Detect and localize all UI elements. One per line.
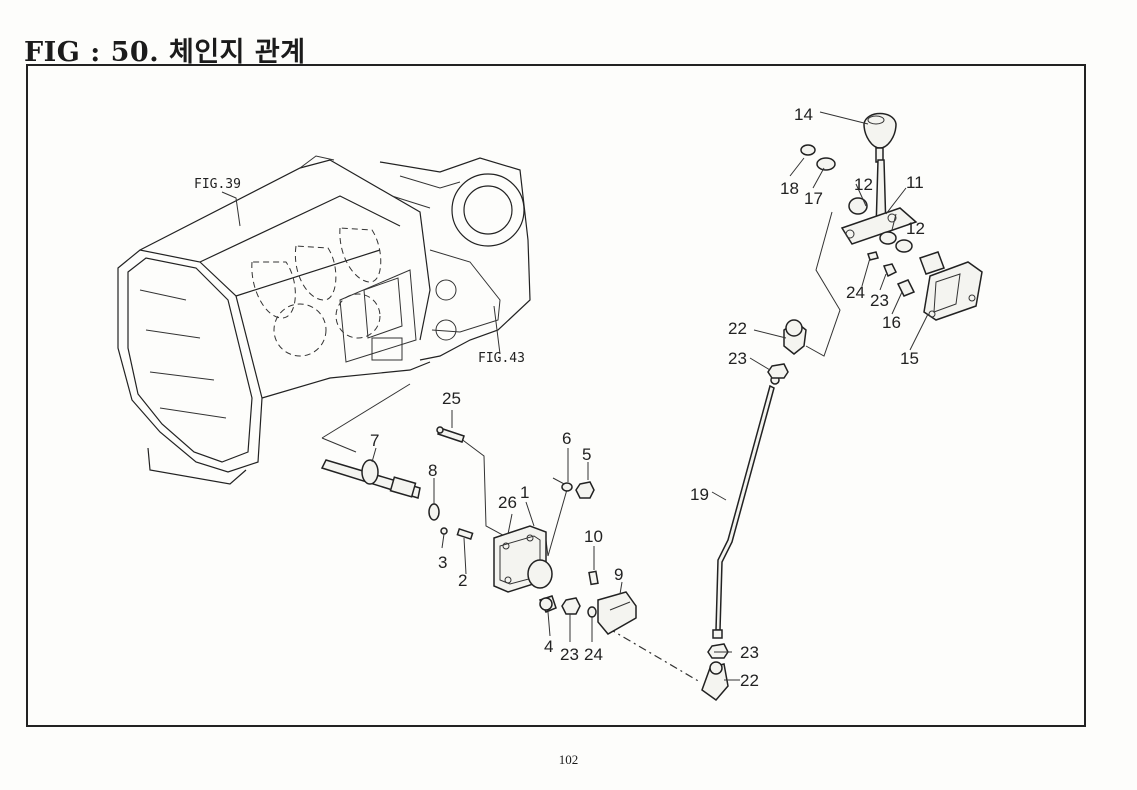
lower-dash-line [607, 627, 701, 683]
lever-bracket-plate [840, 207, 918, 245]
callout-15: 15 [900, 349, 919, 368]
callout-1: 1 [520, 483, 529, 502]
callout-4: 4 [544, 637, 553, 656]
pin [436, 426, 465, 443]
fig39-reference: FIG.39 [194, 177, 241, 192]
callout-5: 5 [582, 445, 591, 464]
shaft-leader-line [321, 383, 411, 439]
oil-seal [428, 503, 440, 521]
change-shaft [320, 459, 421, 499]
fig43-leader [493, 305, 501, 355]
page-number: 102 [558, 752, 579, 767]
bolt [538, 595, 557, 613]
callout-16: 16 [882, 313, 901, 332]
callout-22: 22 [728, 319, 747, 338]
callout-7: 7 [370, 431, 379, 450]
callout-23: 23 [740, 643, 759, 662]
bushing [895, 239, 913, 253]
callout-11: 11 [906, 173, 924, 192]
callout-22: 22 [740, 671, 759, 690]
mounting-bracket [919, 251, 983, 321]
callout-12: 12 [854, 175, 873, 194]
change-rod [712, 375, 780, 639]
figure-title: FIG : 50. 체인지 관계 [24, 37, 306, 68]
bushing [816, 157, 836, 171]
nut [707, 643, 729, 659]
washer [867, 251, 879, 261]
bolt [896, 279, 916, 297]
callout-23: 23 [870, 291, 889, 310]
washer [800, 144, 816, 156]
callout-26: 26 [498, 493, 517, 512]
fig43-reference: FIG.43 [478, 351, 525, 366]
callout-6: 6 [562, 429, 571, 448]
callout-9: 9 [614, 565, 623, 584]
nut [561, 597, 581, 615]
washer [587, 606, 597, 618]
ball-joint [701, 661, 729, 702]
engine-block [379, 157, 531, 361]
pin-leader-line [451, 431, 513, 541]
callout-10: 10 [584, 527, 603, 546]
diagram-frame [26, 64, 1086, 727]
callout-23: 23 [728, 349, 747, 368]
callout-8: 8 [428, 461, 437, 480]
nut [882, 263, 898, 278]
shift-lever [597, 591, 637, 635]
shift-knob [863, 112, 897, 149]
shift-housing [493, 525, 553, 593]
callout-25: 25 [442, 389, 461, 408]
callout-14: 14 [794, 105, 813, 124]
callout-23: 23 [560, 645, 579, 664]
washer [561, 482, 573, 492]
nut [575, 481, 595, 499]
callout-3: 3 [438, 553, 447, 572]
callout-24: 24 [846, 283, 865, 302]
callout-18: 18 [780, 179, 799, 198]
upper-leader-line [805, 211, 841, 357]
ball [440, 527, 448, 535]
callout-17: 17 [804, 189, 823, 208]
callout-12: 12 [906, 219, 925, 238]
callout-19: 19 [690, 485, 709, 504]
transmission-housing [117, 155, 431, 485]
ball-joint [783, 319, 807, 355]
bolt [588, 570, 599, 586]
nut [767, 363, 789, 379]
bushing [848, 197, 868, 215]
bushing [879, 231, 897, 245]
spring [456, 528, 474, 540]
callout-24: 24 [584, 645, 603, 664]
callout-2: 2 [458, 571, 467, 590]
fig39-leader [221, 191, 241, 227]
